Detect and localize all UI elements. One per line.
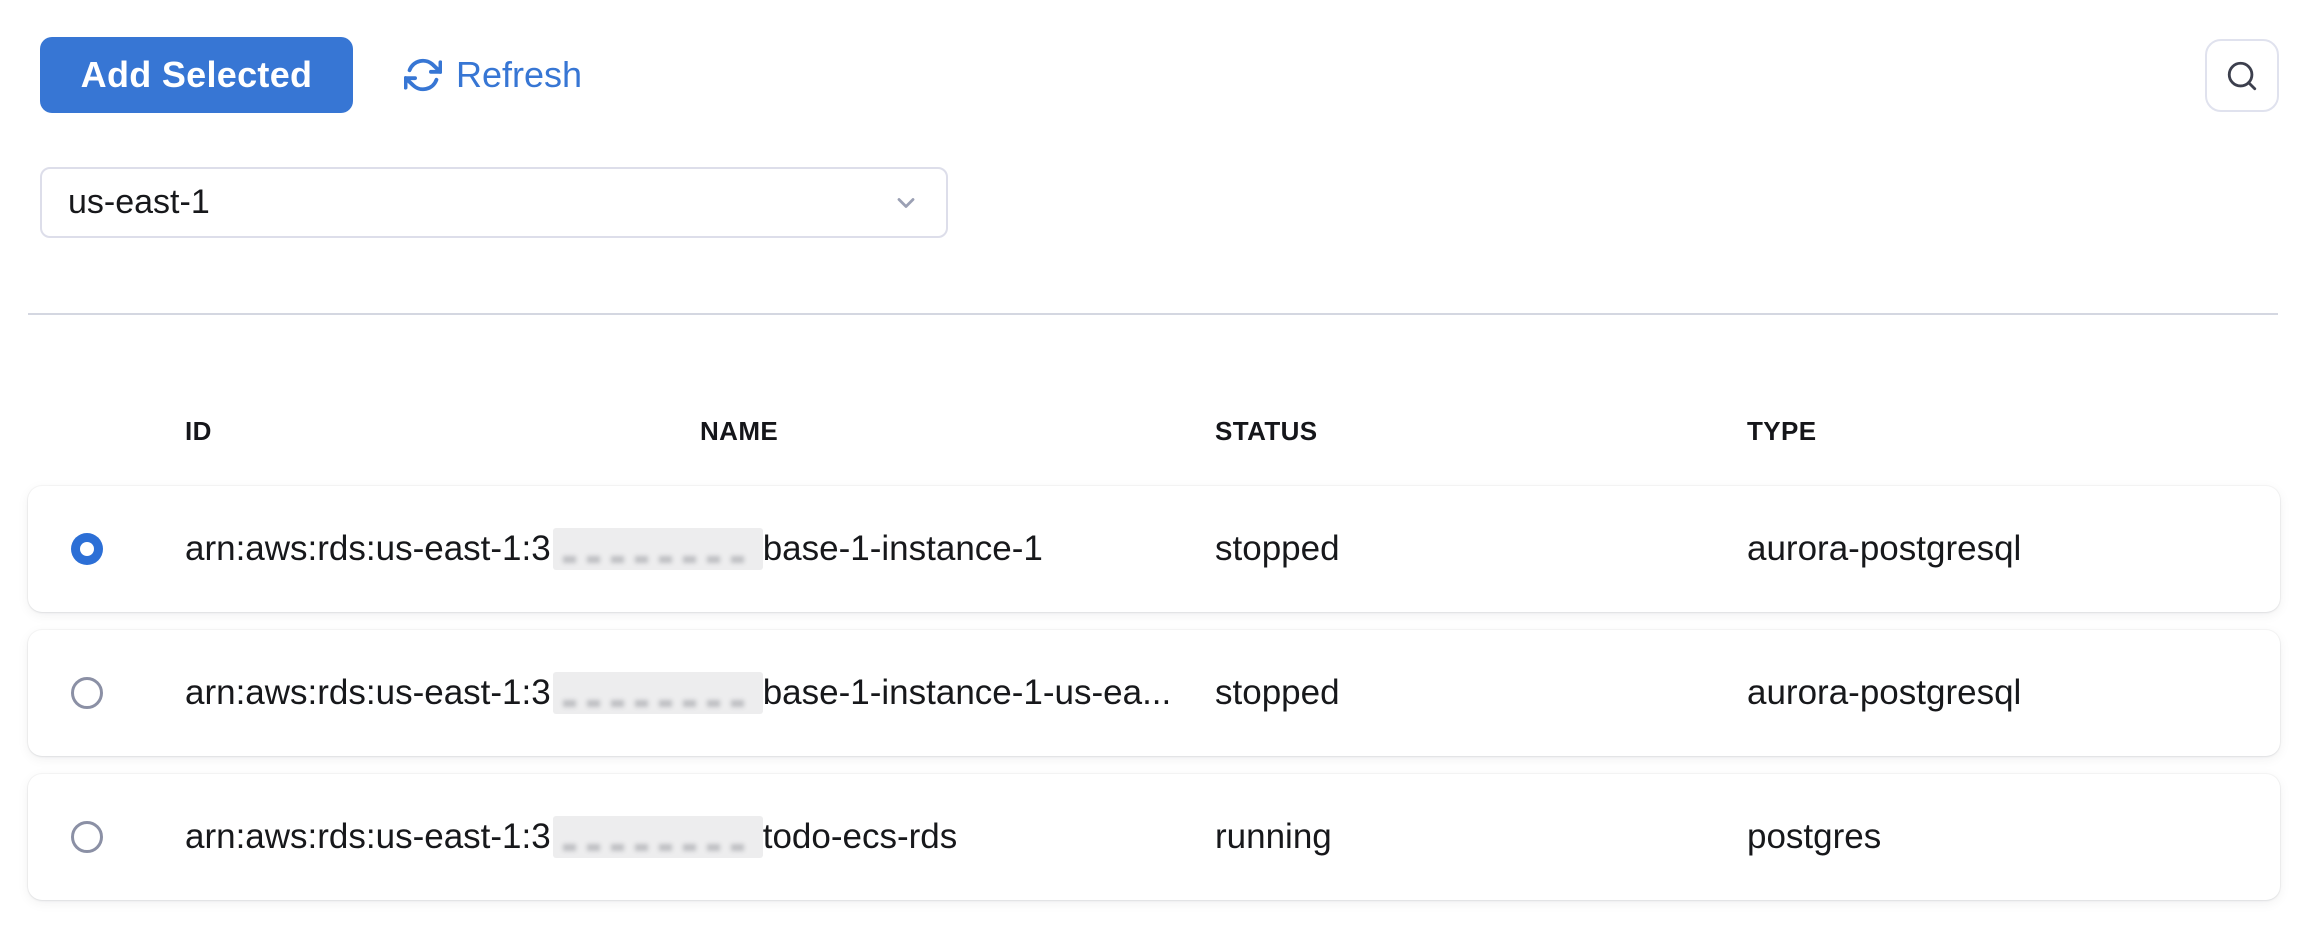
region-dropdown[interactable]: us-east-1 bbox=[40, 167, 948, 238]
search-icon bbox=[2227, 61, 2257, 90]
cell-type: postgres bbox=[1747, 817, 1882, 856]
column-header-status: STATUS bbox=[1215, 416, 1318, 446]
section-divider bbox=[28, 313, 2278, 315]
cell-status: stopped bbox=[1215, 673, 1340, 712]
search-button[interactable] bbox=[2205, 39, 2279, 112]
cell-type: aurora-postgresql bbox=[1747, 673, 2022, 712]
cell-status: stopped bbox=[1215, 529, 1340, 568]
column-header-id: ID bbox=[185, 416, 212, 446]
refresh-button[interactable]: Refresh bbox=[404, 37, 582, 113]
refresh-label: Refresh bbox=[456, 54, 583, 95]
redacted-account-id bbox=[552, 672, 763, 714]
row-radio-button[interactable] bbox=[71, 677, 103, 709]
row-radio-button[interactable] bbox=[71, 821, 103, 853]
row-radio-button[interactable] bbox=[71, 533, 103, 565]
chevron-down-icon bbox=[897, 197, 915, 208]
add-selected-button[interactable]: Add Selected bbox=[40, 37, 353, 113]
redacted-account-id bbox=[552, 528, 763, 570]
column-header-name: NAME bbox=[700, 416, 779, 446]
redacted-account-id bbox=[552, 816, 763, 858]
refresh-icon bbox=[404, 58, 442, 92]
cell-status: running bbox=[1215, 817, 1332, 856]
column-header-type: TYPE bbox=[1747, 416, 1817, 446]
cell-type: aurora-postgresql bbox=[1747, 529, 2022, 568]
region-dropdown-value: us-east-1 bbox=[68, 183, 210, 221]
